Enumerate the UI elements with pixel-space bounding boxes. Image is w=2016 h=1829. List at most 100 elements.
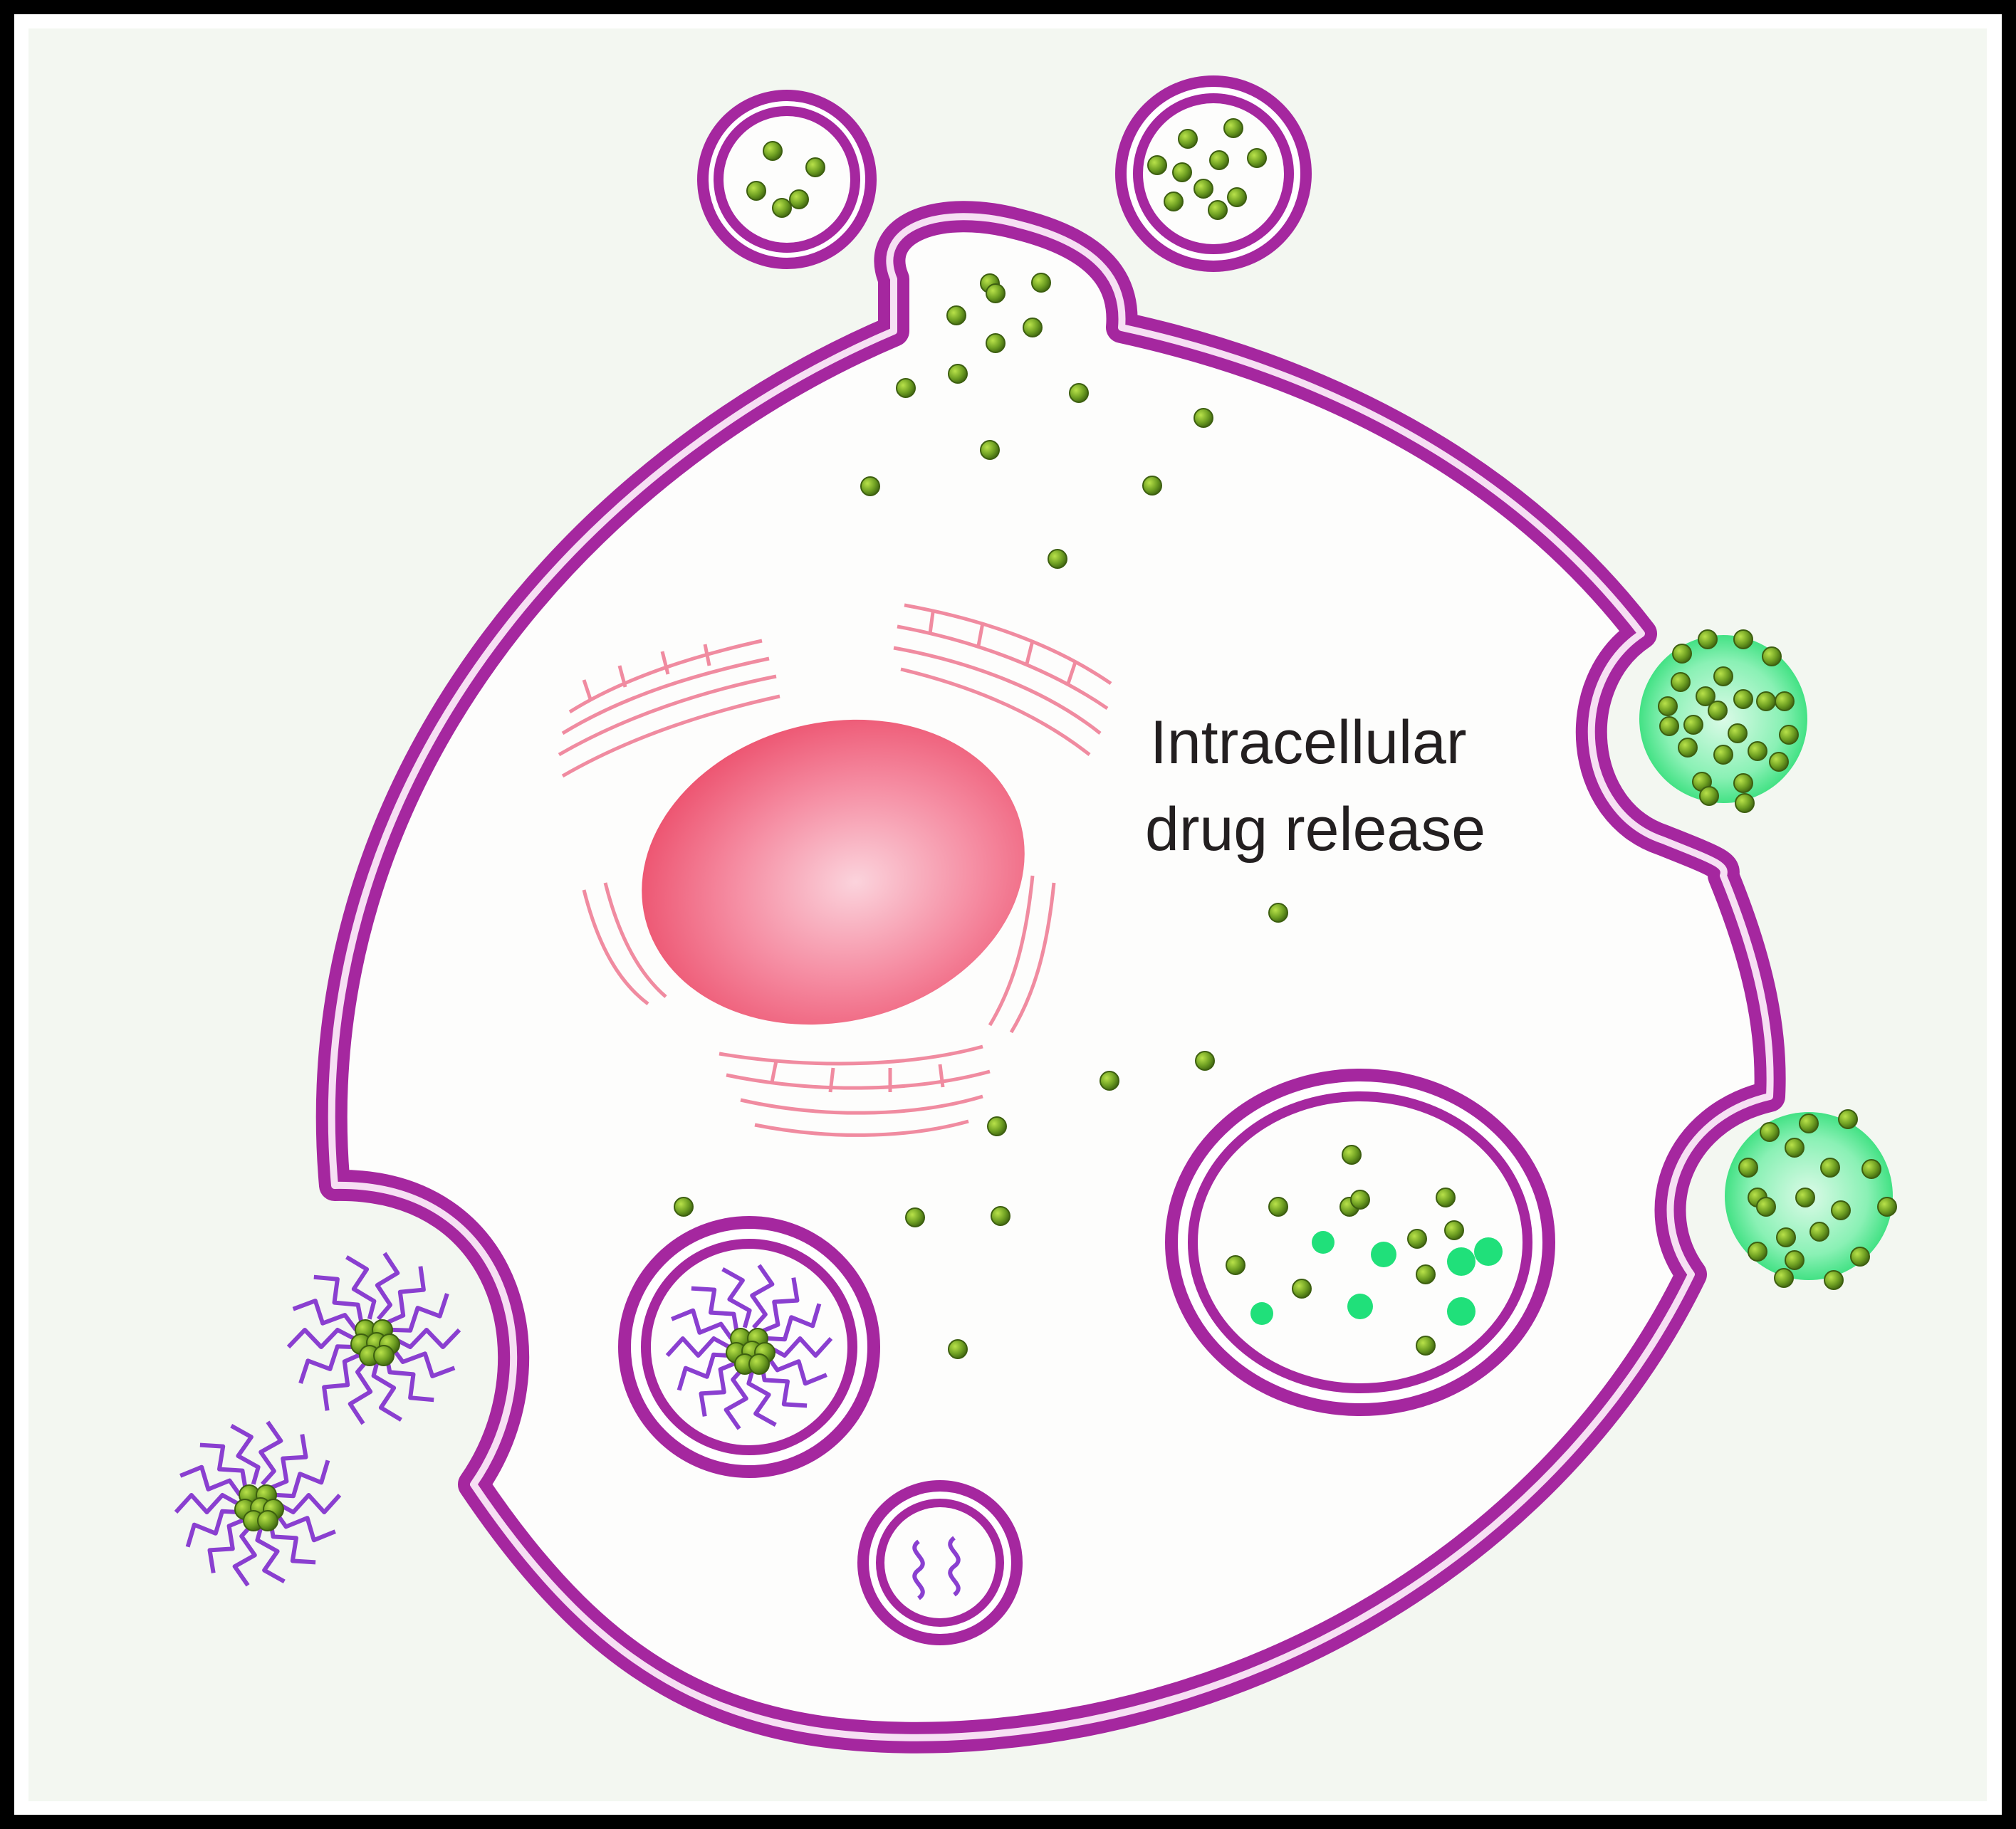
drug-particle [860, 476, 880, 496]
drug-particle [1713, 745, 1733, 765]
label-drug-release: drug release [1145, 795, 1486, 864]
drug-particle [674, 1197, 694, 1217]
drug-particle [1194, 408, 1213, 428]
drug-particle [1850, 1247, 1870, 1267]
golgi-apparatus-icon [558, 603, 1112, 1137]
drug-particle [1733, 773, 1753, 793]
drug-particle [1247, 148, 1267, 168]
drug-particle [987, 1116, 1007, 1136]
polymeric-micelle [665, 1264, 833, 1430]
drug-particle [1350, 1190, 1370, 1210]
vesicle-bottom [857, 1480, 1023, 1645]
drug-particle [1031, 273, 1051, 293]
drug-particle [1756, 691, 1776, 711]
drug-particle [1164, 192, 1184, 211]
drug-particle [1785, 1250, 1805, 1270]
drug-particle [1748, 1242, 1767, 1262]
drug-particle [1824, 1270, 1844, 1290]
drug-particle [991, 1206, 1010, 1226]
drug-particle [1069, 383, 1089, 403]
drug-particle [948, 364, 968, 384]
drug-particle [1444, 1220, 1464, 1240]
drug-particle-icon [674, 118, 1897, 1359]
drug-particle [1820, 1158, 1840, 1178]
drug-particle [1407, 1229, 1427, 1249]
drug-particle [1699, 786, 1719, 806]
drug-particle [1760, 1122, 1780, 1142]
drug-particle [1733, 689, 1753, 709]
drug-particle [986, 333, 1006, 353]
drug-particle [1769, 752, 1789, 772]
nucleus-icon [642, 719, 1025, 1025]
drug-particle [1209, 150, 1229, 170]
drug-particle [1708, 701, 1728, 720]
drug-particle [1774, 1268, 1794, 1288]
drug-particle [1342, 1145, 1362, 1165]
drug-particle [1698, 629, 1718, 649]
drug-particle [1208, 200, 1228, 220]
polymeric-micelle-icon [174, 1252, 833, 1587]
drug-particle [1223, 118, 1243, 138]
drug-particle [746, 181, 766, 201]
drug-particle [1735, 793, 1755, 813]
drug-particle [1756, 1197, 1776, 1217]
drug-particle [1785, 1138, 1805, 1158]
drug-particle [1799, 1113, 1819, 1133]
drug-particle [1738, 1158, 1758, 1178]
drug-particle [1100, 1071, 1119, 1091]
vesicle-top-left [697, 90, 877, 269]
polymeric-micelle [286, 1252, 461, 1425]
vesicle-top-right [1115, 75, 1312, 272]
drug-particle [1696, 686, 1715, 706]
drug-particle [1194, 179, 1213, 199]
drug-particle [1775, 691, 1795, 711]
drug-particle [1659, 716, 1679, 736]
cell-membrane-inner-line [328, 213, 1774, 1741]
drug-particle [1226, 1255, 1245, 1275]
drug-particle [1877, 1197, 1897, 1217]
drug-particle [905, 1207, 925, 1227]
drug-particle [1195, 1051, 1215, 1071]
drug-particle [1671, 672, 1691, 692]
drug-particle [948, 1339, 968, 1359]
drug-particle [980, 440, 1000, 460]
drug-particle [1779, 725, 1799, 745]
drug-particle [772, 198, 792, 218]
drug-particle [763, 141, 783, 161]
drug-particle [1713, 666, 1733, 686]
drug-particle [1838, 1109, 1858, 1129]
drug-particle [1728, 723, 1748, 743]
drug-particle [1809, 1222, 1829, 1242]
drug-particle [1178, 129, 1198, 149]
drug-particle [1762, 646, 1782, 666]
drug-particle [1678, 738, 1698, 758]
polymeric-micelle [174, 1420, 342, 1587]
drug-particle [1831, 1200, 1851, 1220]
drug-particle [1268, 903, 1288, 923]
drug-particle [1268, 1197, 1288, 1217]
drug-particle [1672, 644, 1692, 664]
drug-particle [1748, 741, 1767, 761]
drug-particle [896, 378, 916, 398]
released-drug-blobs [1250, 1231, 1503, 1326]
drug-particle [1733, 629, 1753, 649]
endosome-large [1165, 1069, 1555, 1416]
drug-particle [1436, 1188, 1456, 1207]
drug-particle [1861, 1159, 1881, 1179]
drug-particle [1147, 155, 1167, 175]
drug-particle [1292, 1279, 1312, 1299]
drug-particle [1683, 715, 1703, 735]
drug-particle [805, 157, 825, 177]
drug-particle [1795, 1188, 1815, 1207]
drug-particle [1416, 1264, 1436, 1284]
drug-particle [1658, 696, 1678, 716]
drug-particle [1776, 1227, 1796, 1247]
drug-particle [1023, 318, 1043, 337]
drug-particle [1142, 476, 1162, 496]
drug-particle [1416, 1336, 1436, 1356]
drug-particle [1227, 187, 1247, 207]
drug-particle [986, 283, 1006, 303]
drug-particle [789, 189, 809, 209]
